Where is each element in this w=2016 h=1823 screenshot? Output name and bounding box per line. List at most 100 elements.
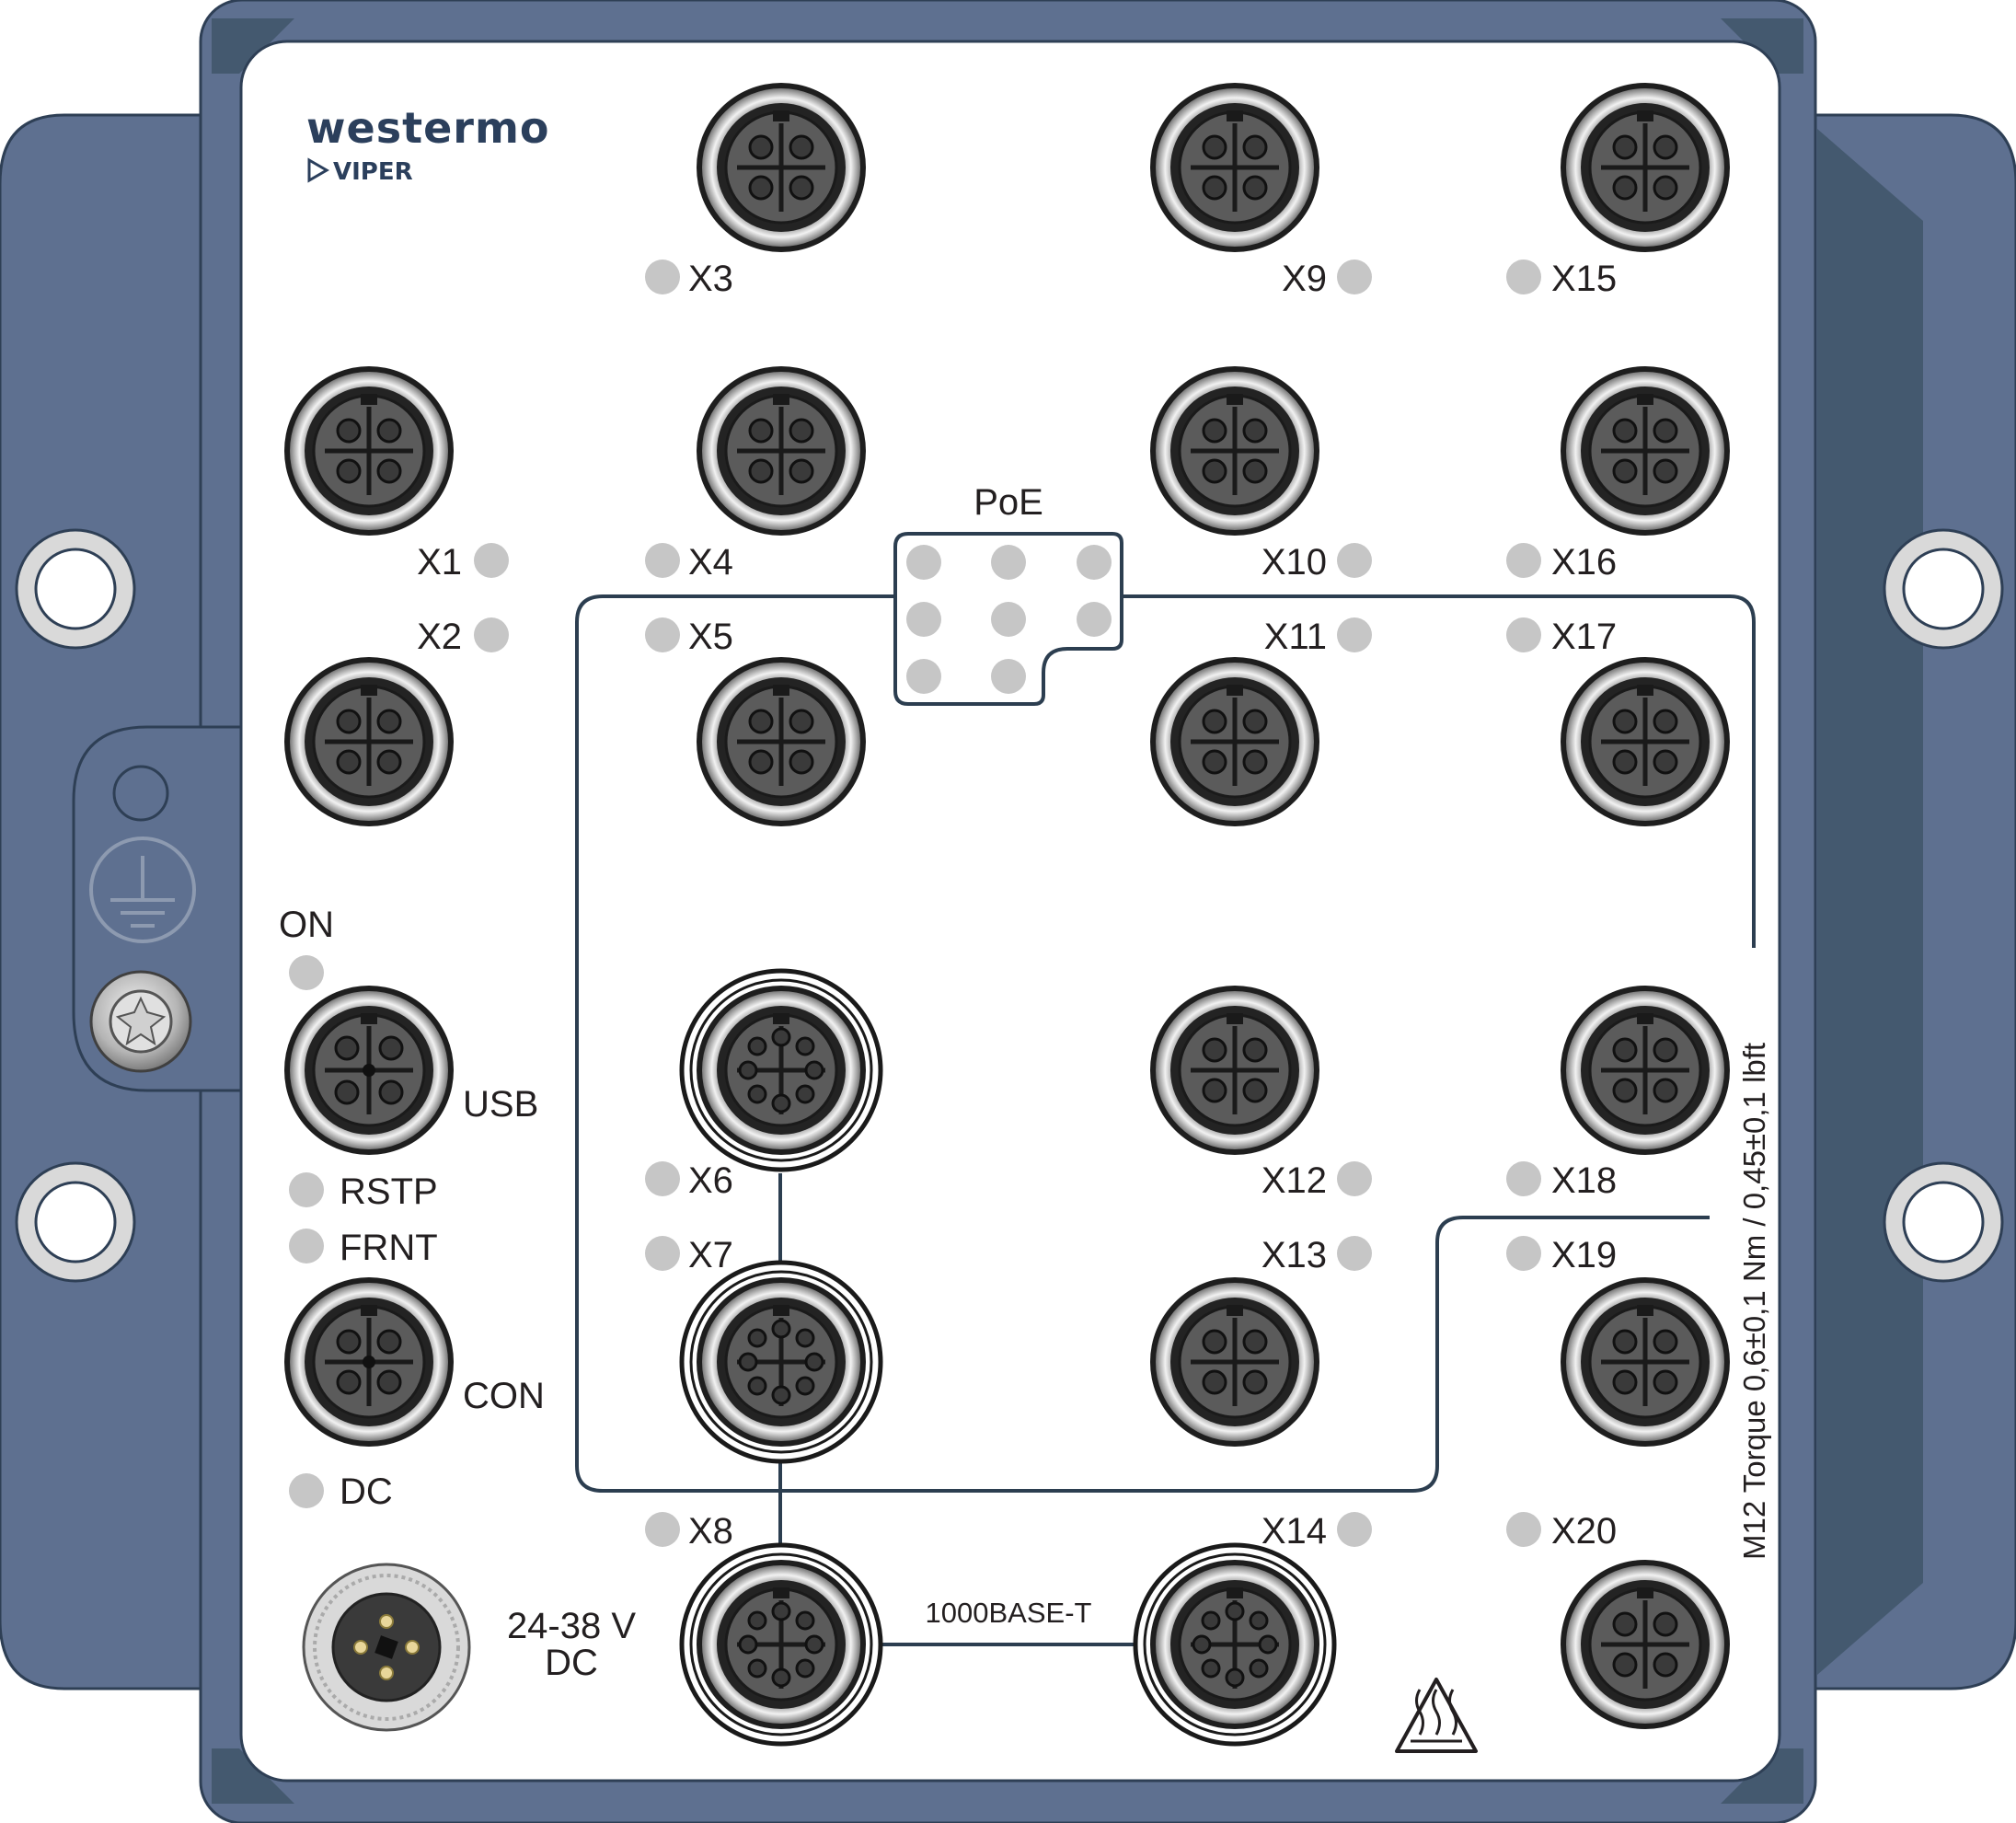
mounting-hole-right-top[interactable] — [1883, 528, 2004, 650]
led-x8 — [645, 1512, 680, 1547]
led-poe-4 — [906, 602, 941, 637]
port-label-x19: X19 — [1551, 1235, 1617, 1275]
frnt-label: FRNT — [340, 1228, 438, 1268]
led-poe-2 — [991, 545, 1026, 580]
right-flange-shadow — [1817, 129, 1923, 1675]
led-frnt — [289, 1229, 324, 1263]
console-port[interactable] — [284, 1277, 454, 1447]
led-poe-3 — [1077, 545, 1112, 580]
corner-chamfer — [1721, 1748, 1803, 1804]
led-x15 — [1506, 260, 1541, 294]
led-poe-7 — [906, 659, 941, 694]
port-label-x11: X11 — [1264, 617, 1327, 657]
led-x17 — [1506, 617, 1541, 652]
port-label-x9: X9 — [1282, 259, 1327, 299]
port-connector-x3[interactable] — [697, 83, 866, 252]
port-connector-x7[interactable] — [679, 1260, 883, 1464]
on-label: ON — [279, 905, 334, 945]
led-x3 — [645, 260, 680, 294]
port-label-x10: X10 — [1261, 542, 1327, 583]
port-label-x3: X3 — [688, 259, 733, 299]
led-x7 — [645, 1236, 680, 1271]
port-connector-x16[interactable] — [1561, 366, 1730, 536]
port-connector-x13[interactable] — [1150, 1277, 1319, 1447]
power-type-label: DC — [545, 1643, 598, 1683]
face-plate — [239, 40, 1781, 1783]
port-label-x20: X20 — [1551, 1511, 1617, 1552]
ground-indicator-circle — [112, 765, 169, 822]
port-connector-x14[interactable] — [1133, 1542, 1337, 1747]
port-connector-x18[interactable] — [1561, 986, 1730, 1155]
port-label-x12: X12 — [1261, 1160, 1327, 1201]
port-label-x6: X6 — [688, 1160, 733, 1201]
led-poe-5 — [991, 602, 1026, 637]
led-x5 — [645, 617, 680, 652]
usb-label: USB — [463, 1084, 538, 1125]
usb-port[interactable] — [284, 986, 454, 1155]
led-x20 — [1506, 1512, 1541, 1547]
led-x18 — [1506, 1161, 1541, 1196]
led-x12 — [1337, 1161, 1372, 1196]
led-poe-8 — [991, 659, 1026, 694]
led-x14 — [1337, 1512, 1372, 1547]
port-label-x2: X2 — [417, 617, 462, 657]
port-connector-x2[interactable] — [284, 657, 454, 826]
led-poe-1 — [906, 545, 941, 580]
led-x4 — [645, 543, 680, 578]
corner-chamfer — [212, 18, 294, 74]
led-x10 — [1337, 543, 1372, 578]
play-triangle-icon — [307, 157, 329, 183]
port-connector-x11[interactable] — [1150, 657, 1319, 826]
led-poe-6 — [1077, 602, 1112, 637]
led-x1 — [474, 543, 509, 578]
rstp-label: RSTP — [340, 1171, 438, 1212]
hot-surface-warning-icon — [1395, 1678, 1478, 1753]
gigabit-label: 1000BASE-T — [926, 1597, 1092, 1629]
port-connector-x5[interactable] — [697, 657, 866, 826]
led-x2 — [474, 617, 509, 652]
torque-label: M12 Torque 0,6±0,1 Nm / 0,45±0,1 lbft — [1737, 1043, 1771, 1560]
led-x13 — [1337, 1236, 1372, 1271]
port-connector-x9[interactable] — [1150, 83, 1319, 252]
port-connector-x6[interactable] — [679, 968, 883, 1172]
port-connector-x8[interactable] — [679, 1542, 883, 1747]
poe-group-box — [893, 532, 1123, 706]
product-name: VIPER — [333, 158, 413, 186]
port-connector-x10[interactable] — [1150, 366, 1319, 536]
port-connector-x4[interactable] — [697, 366, 866, 536]
port-connector-x19[interactable] — [1561, 1277, 1730, 1447]
port-label-x5: X5 — [688, 617, 733, 657]
port-connector-x17[interactable] — [1561, 657, 1730, 826]
port-connector-x1[interactable] — [284, 366, 454, 536]
port-label-x14: X14 — [1261, 1511, 1327, 1552]
mounting-hole-left-top[interactable] — [15, 528, 136, 650]
poe-label: PoE — [973, 482, 1043, 523]
port-label-x7: X7 — [688, 1235, 733, 1275]
mounting-hole-right-bottom[interactable] — [1883, 1161, 2004, 1283]
mounting-hole-left-bottom[interactable] — [15, 1161, 136, 1283]
port-label-x17: X17 — [1551, 617, 1617, 657]
led-x19 — [1506, 1236, 1541, 1271]
corner-chamfer — [1721, 18, 1803, 74]
power-connector[interactable] — [302, 1563, 471, 1732]
screw-icon[interactable] — [89, 970, 192, 1073]
port-label-x16: X16 — [1551, 542, 1617, 583]
port-connector-x20[interactable] — [1561, 1560, 1730, 1729]
port-label-x1: X1 — [417, 542, 462, 583]
port-label-x4: X4 — [688, 542, 733, 583]
led-x11 — [1337, 617, 1372, 652]
port-connector-x15[interactable] — [1561, 83, 1730, 252]
brand-logo: westermo — [306, 103, 549, 153]
led-x9 — [1337, 260, 1372, 294]
led-x16 — [1506, 543, 1541, 578]
power-voltage-label: 24-38 V — [507, 1606, 636, 1646]
led-on — [289, 955, 324, 990]
led-rstp — [289, 1172, 324, 1207]
port-label-x15: X15 — [1551, 259, 1617, 299]
port-connector-x12[interactable] — [1150, 986, 1319, 1155]
con-label: CON — [463, 1376, 545, 1416]
dc-label: DC — [340, 1471, 393, 1512]
port-label-x18: X18 — [1551, 1160, 1617, 1201]
led-dc — [289, 1473, 324, 1508]
